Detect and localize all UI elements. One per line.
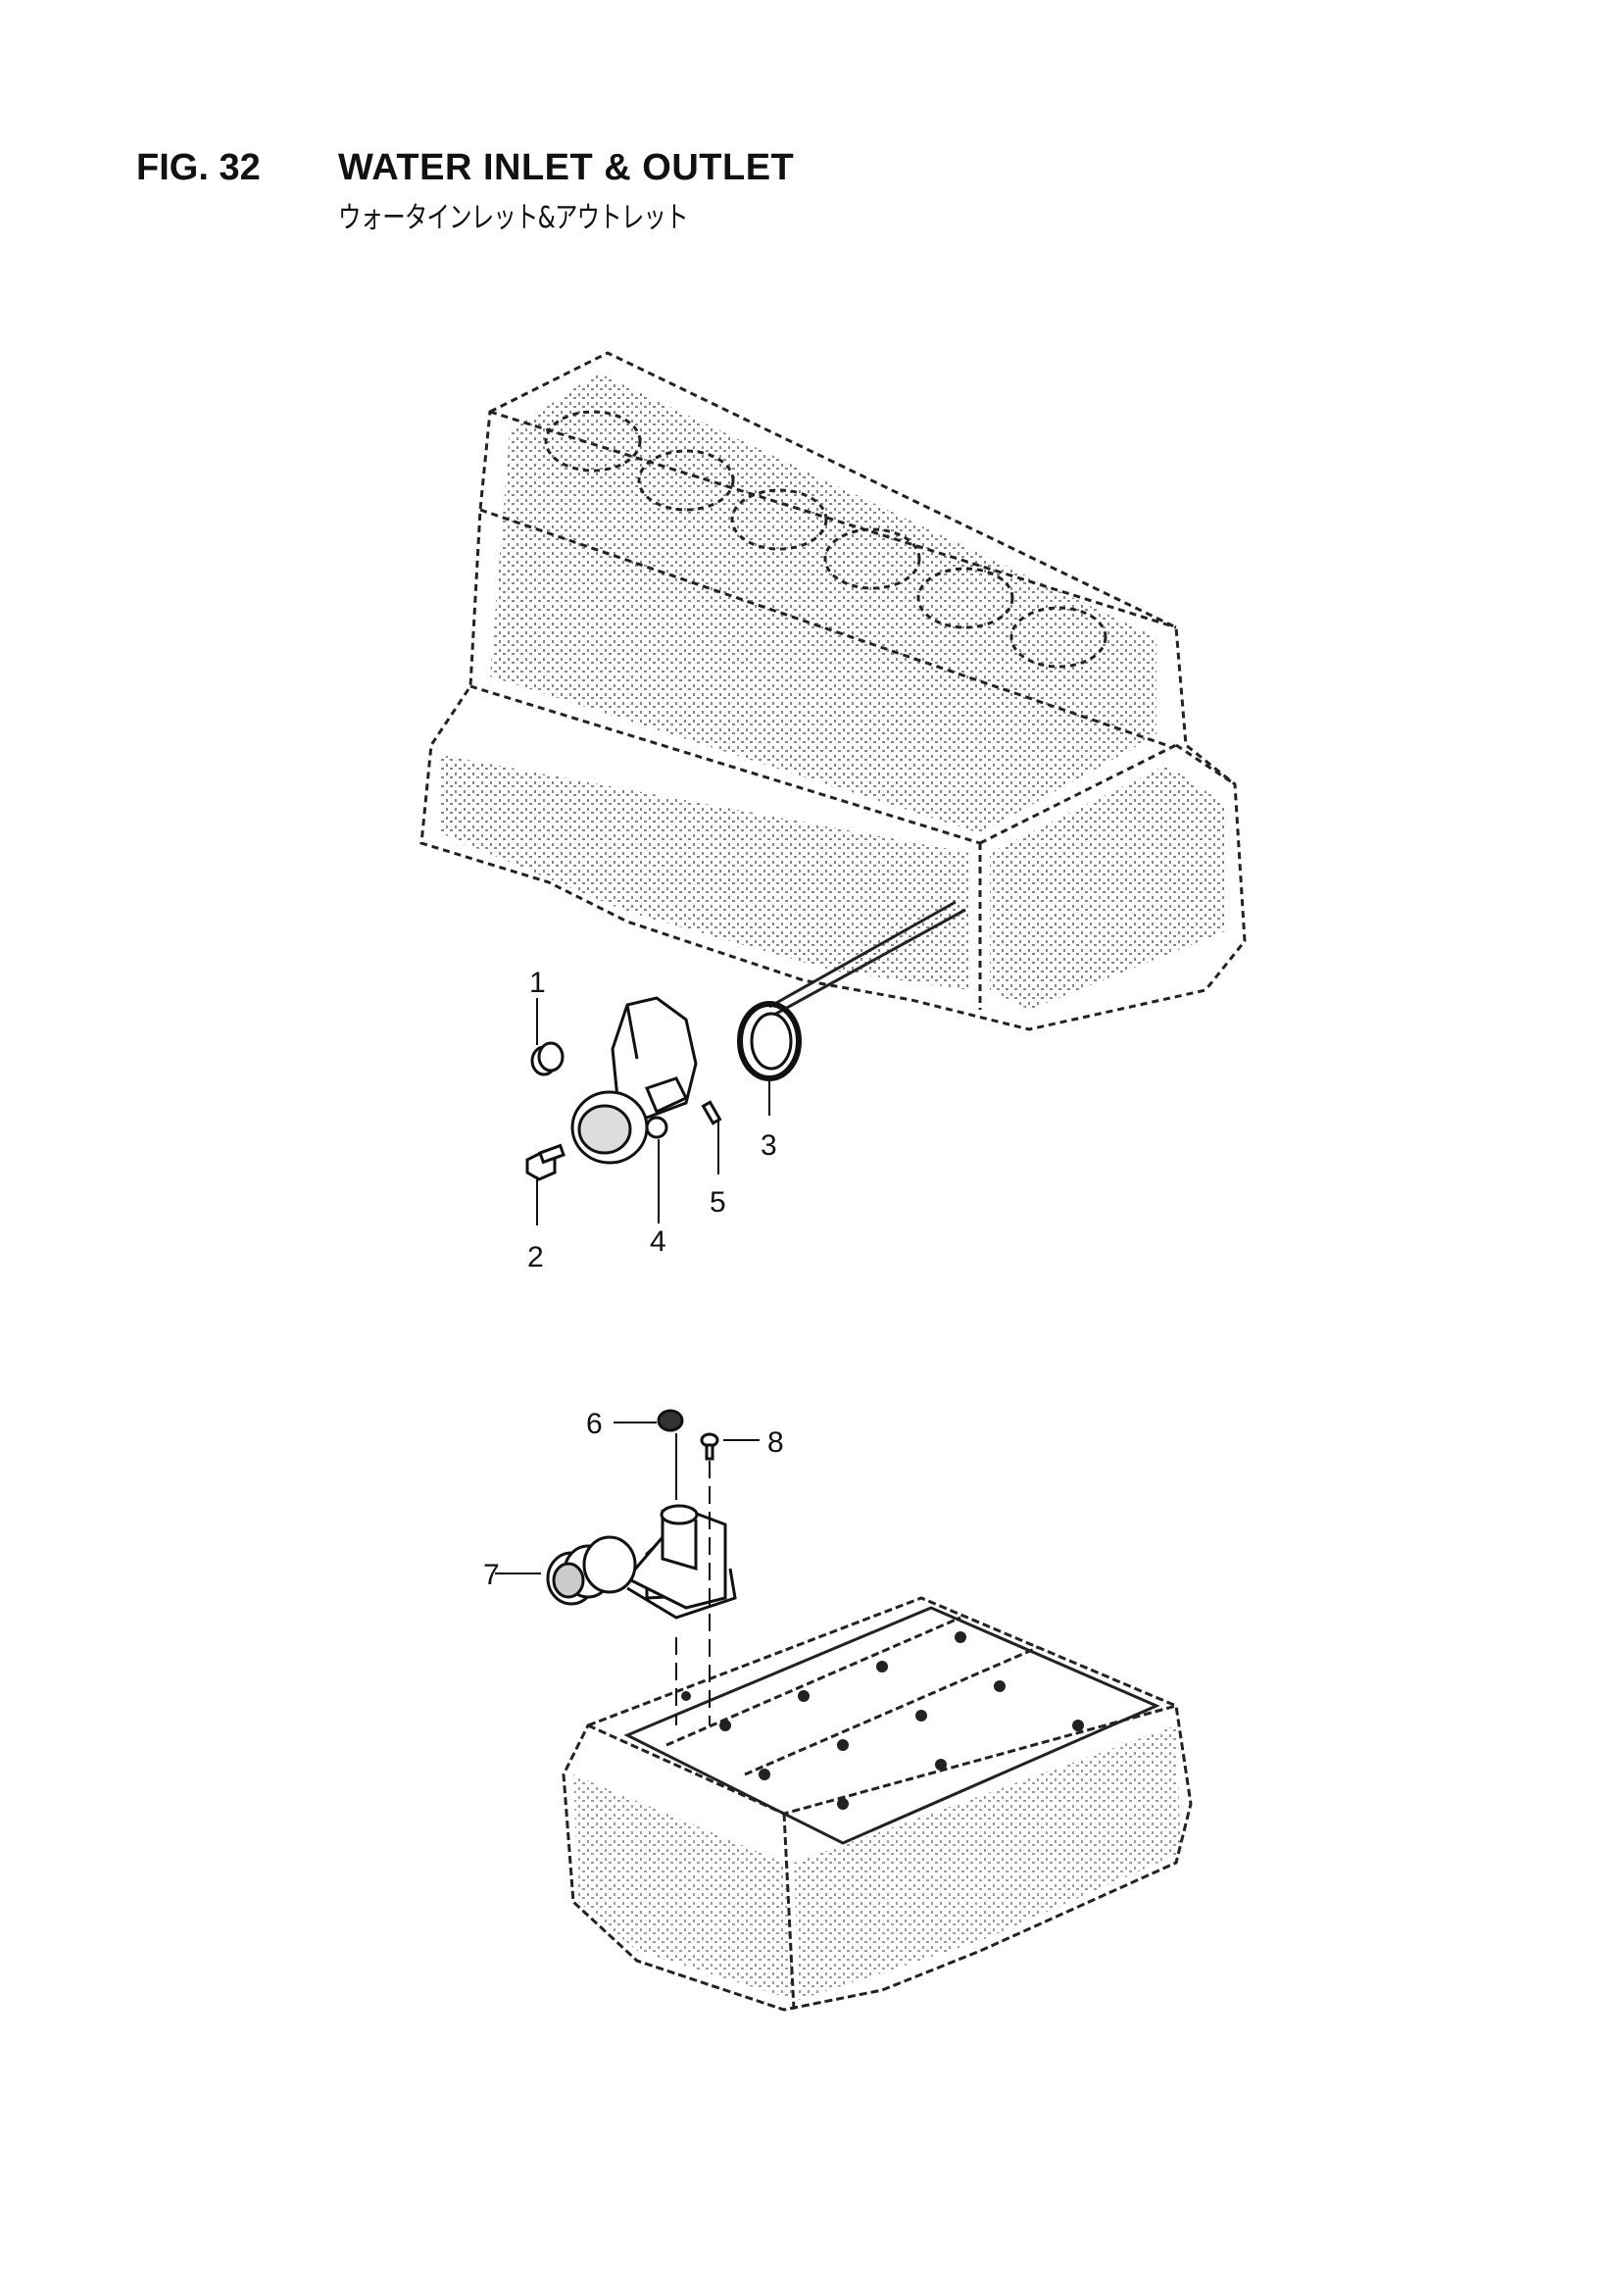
part-1-plug bbox=[530, 1041, 565, 1076]
figure-header: FIG. 32 WATER INLET & OUTLET ウォータインレット&ア… bbox=[136, 147, 794, 236]
part-5-pin bbox=[701, 1100, 722, 1125]
figure-title-english: WATER INLET & OUTLET bbox=[338, 147, 795, 188]
figure-titles: WATER INLET & OUTLET ウォータインレット&アウトレット bbox=[338, 147, 794, 236]
part-7-water-outlet bbox=[546, 1504, 737, 1620]
block-texture bbox=[441, 373, 1225, 1010]
figure-number: FIG. 32 bbox=[136, 147, 261, 188]
callout-7: 7 bbox=[483, 1559, 500, 1591]
part-2-bolt bbox=[525, 1143, 566, 1181]
callout-6: 6 bbox=[586, 1408, 603, 1440]
part-4-water-inlet bbox=[570, 996, 698, 1165]
part-8-bolt bbox=[700, 1432, 719, 1461]
cylinder-head-illustration bbox=[562, 1596, 1193, 2012]
callout-3: 3 bbox=[761, 1129, 777, 1162]
part-6-cap bbox=[657, 1409, 684, 1432]
cylinder-head-cover bbox=[623, 1606, 1160, 1845]
callout-1: 1 bbox=[529, 967, 546, 999]
figure-title-japanese: ウォータインレット&アウトレット bbox=[338, 201, 689, 235]
callout-4: 4 bbox=[650, 1225, 666, 1258]
head-bolt-holes bbox=[681, 1631, 1084, 1810]
callout-8: 8 bbox=[767, 1426, 784, 1459]
part-3-gasket bbox=[737, 1001, 802, 1081]
callout-5: 5 bbox=[710, 1186, 726, 1219]
head-texture bbox=[573, 1725, 1181, 2000]
leader-line-block bbox=[768, 900, 966, 1017]
callout-2: 2 bbox=[527, 1241, 544, 1273]
